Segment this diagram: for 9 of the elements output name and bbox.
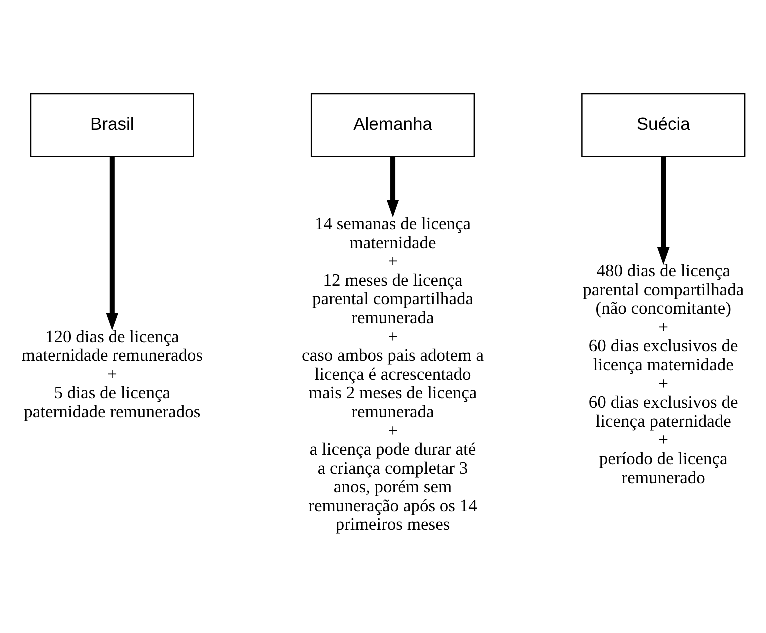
node-text: 480 dias de licença parental compartilhada (não concomitante) + 60 dias exclusivos de licença maternidade + 60 dias exclusivos de licença paternidade + período de licença remunerado <box>583 260 744 487</box>
node-box: Alemanha <box>310 92 476 157</box>
arrow <box>657 156 670 265</box>
arrow <box>386 156 400 218</box>
node-box: Suécia <box>582 92 746 157</box>
node-text: 14 semanas de licença maternidade + 12 meses de licença parental compartilhada remunerada + caso ambos pais adotem a licença é acrescentado mais 2 meses de licença remunerada + a licença pode durar até a criança completar 3 anos, porém sem remuneração após os 14 primeiros meses <box>302 213 484 534</box>
arrow <box>106 156 119 330</box>
node-box: Brasil <box>30 92 194 157</box>
node-text: 120 dias de licença maternidade remunerados + 5 dias de licença paternidade remunerados <box>22 326 204 421</box>
